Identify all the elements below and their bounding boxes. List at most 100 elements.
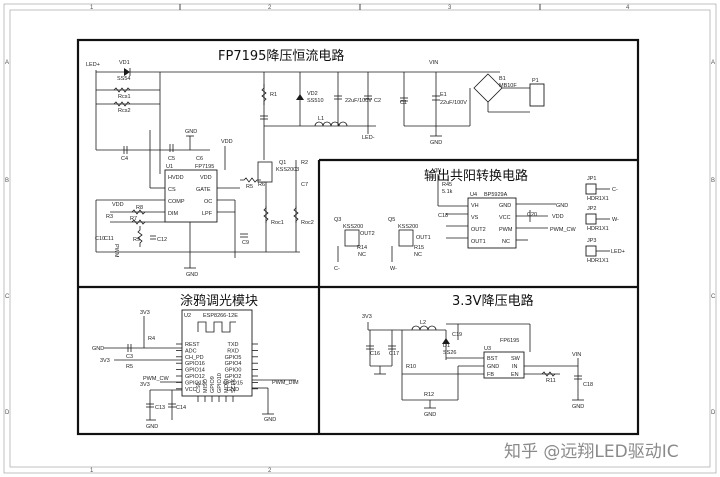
fp-gnd-top-label: GND [185, 129, 197, 135]
pin-gnd-u3: GND [487, 364, 499, 370]
buck-gnd-bottom-label: GND [424, 412, 436, 418]
esp-pin-right-gpio0: GPIO0 [225, 368, 242, 374]
esp-pin-right-gpio4: GPIO4 [225, 361, 242, 367]
b1-bridge-icon [473, 73, 503, 103]
pin-fb: FB [487, 372, 494, 378]
esp-pin-bottom-cs0: CS0 [196, 382, 202, 393]
r8-resistor-icon [131, 209, 146, 215]
c10-label: C10 [95, 236, 105, 242]
vd1-label: VD1 [119, 60, 130, 66]
r4-label: R4 [148, 336, 155, 342]
pwm-dim-label: PWM [113, 244, 119, 258]
esp-gnd-left-label: GND [92, 346, 104, 352]
q5-label: Q5 [388, 217, 395, 223]
c1-label: C1 [400, 100, 407, 106]
l2-inductor-icon [411, 325, 437, 331]
esp-pwm-cw-label: PWM_CW [143, 376, 169, 382]
u2-esp8266-module [181, 309, 253, 397]
jp1-hdr: HDR1X1 [587, 196, 609, 202]
fp-gnd-bottom-label: GND [186, 272, 198, 278]
pin-vs: VS [471, 215, 479, 221]
u2-label: U2 [184, 313, 191, 319]
c4-label: C4 [121, 156, 128, 162]
esp-pin-right-gpio5: GPIO5 [225, 355, 242, 361]
q5-part: KSS200 [398, 224, 418, 230]
jp2-hdr: HDR1X1 [587, 226, 609, 232]
esp-pin-bottom-gpio9: GPIO9 [210, 376, 216, 393]
esp-pin-right-gpio15: GPIO15 [223, 380, 243, 386]
r45-label: R45 [442, 182, 452, 188]
c13-label: C13 [155, 405, 165, 411]
pin-comp: COMP [168, 199, 185, 205]
d1-diode-icon [442, 338, 450, 344]
pin-dim: DIM [168, 211, 179, 217]
pin-out2: OUT2 [471, 227, 486, 233]
buck-gnd-right-label: GND [572, 404, 584, 410]
d1-label: D1 [443, 343, 450, 349]
main-block-border [76, 38, 640, 436]
c6-label: C6 [196, 156, 203, 162]
jp1-header [585, 183, 597, 195]
esp-pin-left-gpio13: GPIO13 [185, 380, 205, 386]
jp1-label: JP1 [587, 176, 596, 182]
r1-label: R1 [270, 92, 277, 98]
c2-val: 22uF/100V [345, 98, 372, 104]
esp-pin-left-gpio16: GPIO16 [185, 361, 205, 367]
anode-vin-label: VIN [432, 168, 441, 174]
pin-sw: SW [511, 356, 521, 362]
q3-part: KSS200 [343, 224, 363, 230]
c5-label: C5 [168, 156, 175, 162]
c7-label: C7 [301, 182, 308, 188]
rcs1-label: Rcs1 [118, 94, 131, 100]
c17-label: C17 [389, 351, 399, 357]
c2-label: C2 [374, 98, 381, 104]
zone-row-d-right: D [711, 410, 716, 416]
c18-buck-label: C18 [583, 382, 593, 388]
jp2-label: JP2 [587, 206, 596, 212]
esp-pin-left-ch_pd: CH_PD [185, 355, 204, 361]
fp-gnd-right-label: GND [430, 140, 442, 146]
u3-part: FP6195 [500, 338, 519, 344]
zone-col-1: 1 [90, 5, 94, 11]
pin-vh: VH [471, 203, 479, 209]
c18-anode-label: C18 [438, 213, 448, 219]
esp-pin-left-gpio12: GPIO12 [185, 374, 205, 380]
buck-3v3-label: 3V3 [362, 314, 372, 320]
zone-row-c: C [5, 294, 10, 300]
u1-fp7195-chip [164, 169, 218, 223]
jp1-net: C- [612, 187, 618, 193]
vd1-diode-icon [124, 68, 130, 76]
pin-pwm-u4: PWM [499, 227, 513, 233]
p1-connector [529, 83, 545, 107]
c19-label: C19 [452, 332, 462, 338]
w-minus-label: W- [390, 266, 397, 272]
l2-label: L2 [420, 320, 426, 326]
pin-en: EN [511, 372, 519, 378]
e1-label: E1 [440, 92, 447, 98]
esp-pin-bottom-mosi: MOSI [224, 378, 230, 393]
l1-label: L1 [318, 116, 324, 122]
watermark-text: 知乎 @远翔LED驱动IC [504, 442, 679, 462]
pin-out1: OUT1 [471, 239, 486, 245]
graffiti-title: 涂鸦调光模块 [180, 293, 258, 309]
c20-label: C20 [527, 212, 537, 218]
pin-vcc-u4: VCC [499, 215, 511, 221]
q5-mosfet-icon [398, 229, 414, 247]
jp3-net: LED+ [611, 249, 625, 255]
vd2-diode-icon [296, 94, 304, 100]
p1-label: P1 [532, 78, 539, 84]
esp-gnd-right-label: GND [264, 417, 276, 423]
fp-vdd-label: VDD [221, 139, 233, 145]
out2-label: OUT2 [360, 231, 375, 237]
r9-resistor-icon [137, 226, 143, 247]
anode-gnd-label: GND [556, 203, 568, 209]
led-minus-label: LED- [362, 135, 375, 141]
r5-label: R5 [246, 184, 253, 190]
esp-3v3-left-label: 3V3 [100, 358, 110, 364]
pin-nc-u4: NC [502, 239, 510, 245]
buck-title: 3.3V降压电路 [452, 293, 534, 309]
c12-label: C12 [157, 237, 167, 243]
zone-row-a: A [5, 60, 9, 66]
